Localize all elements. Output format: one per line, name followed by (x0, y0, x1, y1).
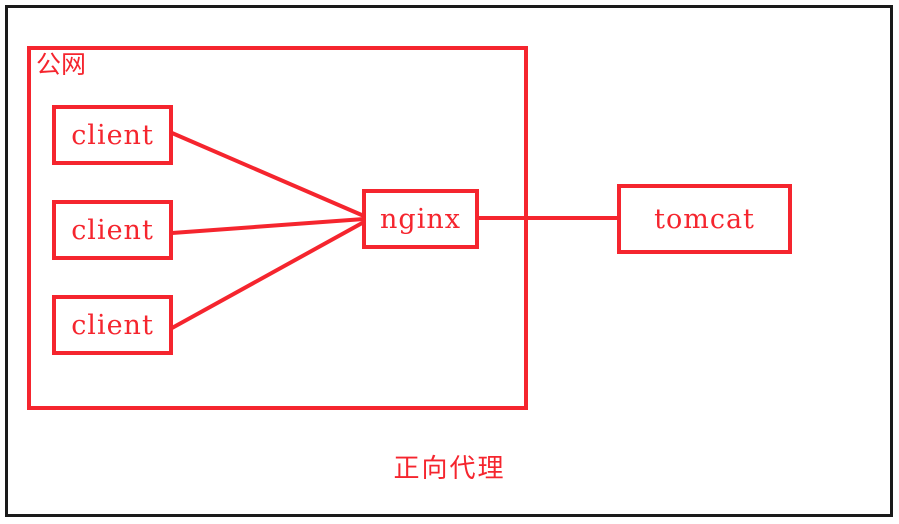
node-label: client (71, 309, 154, 341)
node-tomcat[interactable]: tomcat (617, 184, 792, 254)
node-client-3[interactable]: client (52, 295, 173, 355)
node-label: client (71, 119, 154, 151)
public-network-label: 公网 (36, 50, 87, 79)
diagram-caption: 正向代理 (393, 454, 506, 484)
outer-frame (5, 5, 893, 517)
node-client-2[interactable]: client (52, 200, 173, 260)
node-label: nginx (380, 203, 461, 235)
node-label: client (71, 214, 154, 246)
node-nginx[interactable]: nginx (362, 189, 479, 249)
node-label: tomcat (654, 203, 755, 235)
node-client-1[interactable]: client (52, 105, 173, 165)
public-network-container (27, 46, 528, 410)
